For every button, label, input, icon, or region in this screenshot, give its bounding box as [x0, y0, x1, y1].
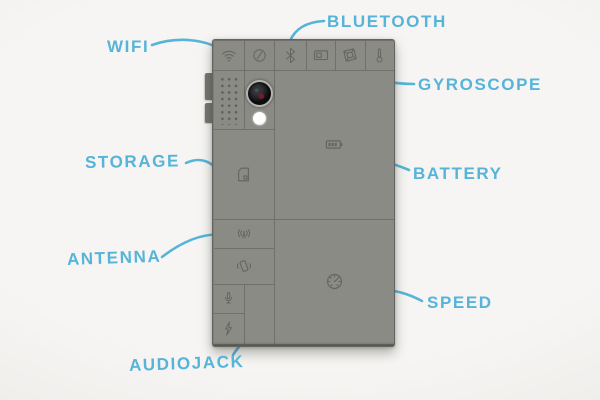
label-wifi: WIFI	[107, 37, 150, 56]
microphone-icon	[219, 289, 238, 308]
camera-module	[244, 70, 274, 129]
bolt-module	[213, 313, 244, 344]
power-icon	[250, 46, 269, 65]
side-button-2	[205, 103, 213, 123]
gauge-icon	[324, 271, 345, 292]
speed-module	[274, 219, 394, 344]
label-battery: BATTERY	[413, 164, 503, 183]
battery-module	[274, 70, 394, 219]
microphone-module	[213, 284, 244, 313]
label-speed: SPEED	[427, 293, 493, 312]
label-audiojack: AUDIOJACK	[128, 351, 245, 375]
gyroscope-module	[335, 40, 365, 70]
sim-module	[306, 40, 335, 70]
label-antenna: ANTENNA	[66, 246, 162, 269]
antenna-icon	[234, 224, 254, 244]
antenna-module	[213, 219, 274, 248]
thermometer-module	[365, 40, 394, 70]
phone-body	[212, 39, 395, 347]
wifi-icon	[219, 45, 239, 65]
vibration-module	[213, 248, 274, 284]
speaker-grille-icon	[217, 74, 240, 125]
bluetooth-icon	[281, 46, 300, 65]
thermometer-icon	[370, 46, 389, 65]
vibration-icon	[234, 256, 254, 276]
wifi-module	[213, 40, 244, 70]
label-bluetooth: BLUETOOTH	[327, 12, 447, 31]
bluetooth-module	[274, 40, 306, 70]
gyroscope-icon	[340, 45, 360, 65]
camera-lens-icon	[245, 79, 273, 107]
camera-flash-icon	[252, 111, 266, 125]
sim-icon	[311, 45, 331, 65]
label-storage: STORAGE	[84, 151, 181, 172]
battery-icon	[323, 133, 346, 156]
speaker-module	[213, 70, 244, 129]
arrow-bluetooth	[288, 19, 326, 43]
storage-icon	[233, 164, 254, 185]
side-button-1	[205, 73, 213, 100]
audiojack-module	[244, 284, 274, 344]
bolt-icon	[219, 319, 238, 338]
label-gyroscope: GYROSCOPE	[418, 75, 542, 94]
storage-module	[213, 129, 274, 219]
power-module	[244, 40, 274, 70]
